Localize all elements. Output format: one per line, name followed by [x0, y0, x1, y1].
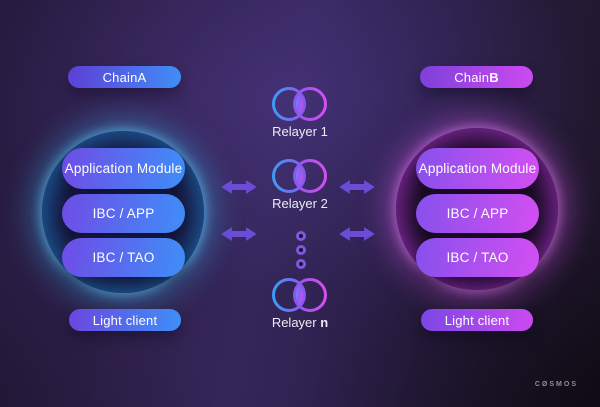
- relayer-2-venn-icon: [272, 159, 327, 193]
- chain-a-label-text: Chain: [102, 69, 138, 85]
- chain-b-application-module: Application Module: [416, 148, 539, 189]
- ellipsis-dot: [296, 259, 306, 269]
- relayer-1-label-text: Relayer: [272, 124, 321, 139]
- chain-b-light-client: Light client: [421, 309, 533, 331]
- relayer-n-label-num: n: [320, 315, 329, 330]
- relayer-n-venn-icon: [272, 278, 327, 312]
- chain-a-label-emph: A: [137, 69, 147, 85]
- chain-b-label: Chain B: [420, 66, 533, 88]
- chain-a-label: Chain A: [68, 66, 181, 88]
- cosmos-wordmark: CØSMOS: [534, 381, 578, 388]
- chain-b-ibc-app: IBC / APP: [416, 194, 539, 233]
- bidirectional-arrow-icon: [339, 180, 375, 194]
- chain-a-ibc-app: IBC / APP: [62, 194, 185, 233]
- bidirectional-arrow-icon: [339, 227, 375, 241]
- chain-a-application-module: Application Module: [62, 148, 185, 189]
- chain-b-label-text: Chain: [454, 69, 490, 85]
- bidirectional-arrow-icon: [221, 180, 257, 194]
- chain-a-ibc-tao: IBC / TAO: [62, 238, 185, 277]
- chain-b-label-emph: B: [489, 69, 499, 85]
- relayer-1-venn-icon: [272, 87, 327, 121]
- ellipsis-dot: [296, 245, 306, 255]
- relayer-2-label-text: Relayer: [272, 196, 321, 211]
- relayer-1-label-num: 1: [320, 124, 328, 139]
- relayer-n-label: Relayer n: [250, 315, 350, 330]
- relayer-n-label-text: Relayer: [271, 315, 321, 330]
- ellipsis-dot: [296, 231, 306, 241]
- chain-b-ibc-tao: IBC / TAO: [416, 238, 539, 277]
- relayer-1-label: Relayer 1: [250, 124, 350, 139]
- chain-a-light-client: Light client: [69, 309, 181, 331]
- relayer-2-label-num: 2: [320, 196, 328, 211]
- relayer-2-label: Relayer 2: [250, 196, 350, 211]
- bidirectional-arrow-icon: [221, 227, 257, 241]
